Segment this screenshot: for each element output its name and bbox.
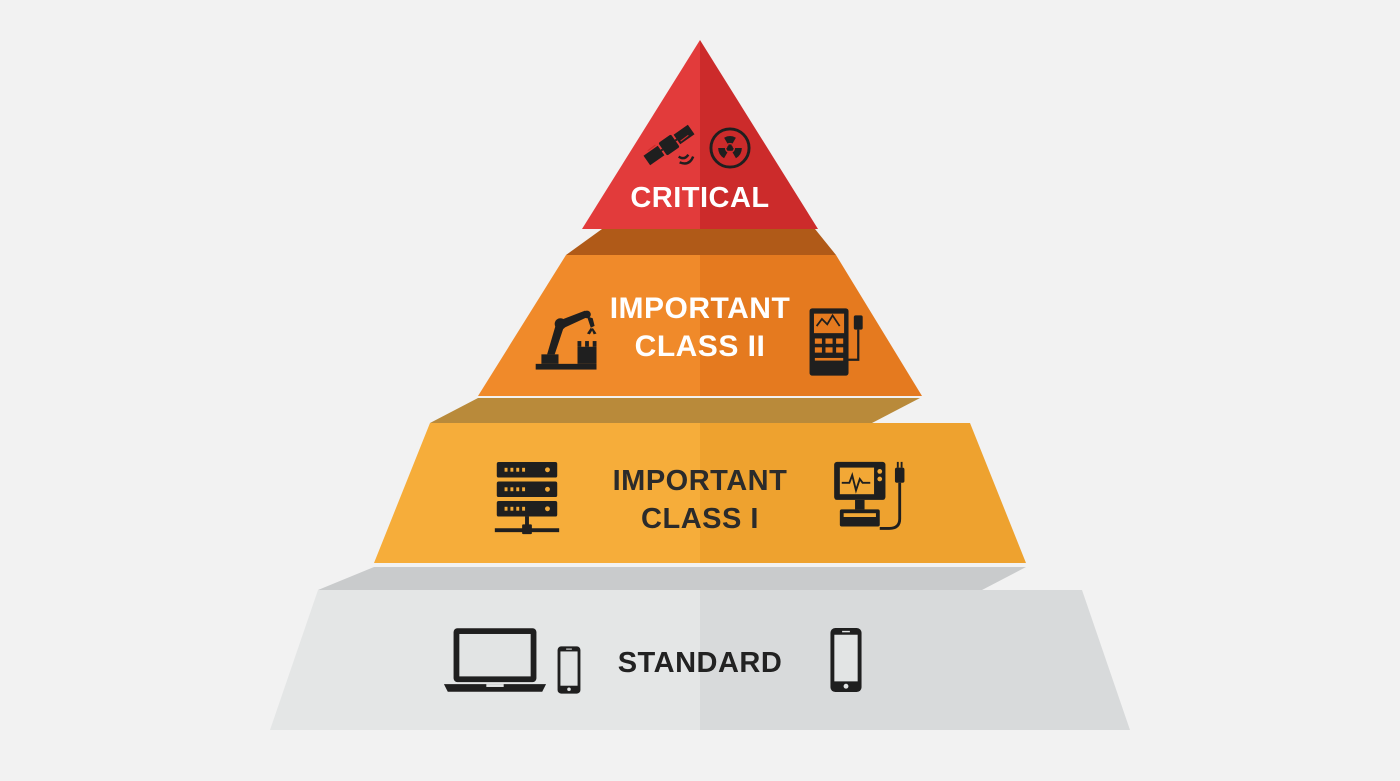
tier-standard-right-face [700, 590, 1130, 730]
tier-important-class-2-label-line-2: CLASS II [635, 330, 766, 363]
tier-important-class-2-label-line-1: IMPORTANT [610, 292, 791, 325]
tier-important-class-2-left-face [478, 255, 700, 396]
smartphone-icon [557, 646, 581, 694]
tier-important-class-1: IMPORTANT CLASS I [374, 398, 1026, 563]
tier-standard: STANDARD [270, 567, 1130, 730]
tier-critical-left-face [582, 40, 700, 229]
smartphone-icon [830, 627, 862, 693]
tier-important-class-1-shadow [430, 398, 920, 423]
tier-critical-label: CRITICAL [630, 182, 769, 214]
tier-critical-right-face [700, 40, 818, 229]
tier-important-class-1-label-line-1: IMPORTANT [613, 465, 788, 497]
tier-important-class-1-label-line-2: CLASS I [641, 503, 759, 535]
tier-standard-shadow [318, 567, 1026, 590]
tier-important-class-2: IMPORTANT CLASS II [478, 229, 922, 396]
tier-critical: CRITICAL [582, 40, 818, 229]
tier-important-class-2-shadow [566, 229, 836, 255]
tier-standard-label: STANDARD [618, 647, 783, 679]
